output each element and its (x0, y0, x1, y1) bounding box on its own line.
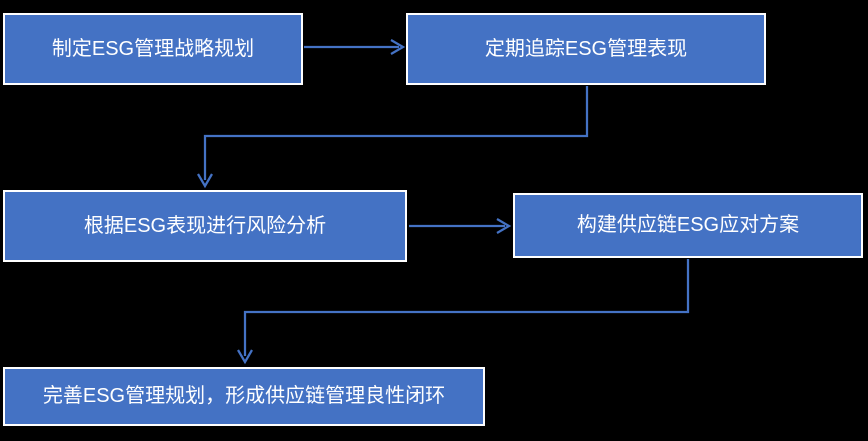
node-label: 构建供应链ESG应对方案 (576, 214, 800, 236)
arrowhead-down-icon (237, 349, 253, 365)
arrowhead-down-icon (197, 173, 213, 189)
flowchart-node-track-performance: 定期追踪ESG管理表现 (406, 13, 766, 85)
node-label: 定期追踪ESG管理表现 (484, 37, 688, 60)
arrowhead-right-icon (496, 218, 512, 234)
node-label: 制定ESG管理战略规划 (51, 37, 255, 60)
flowchart-node-closed-loop: 完善ESG管理规划，形成供应链管理良性闭环 (3, 367, 485, 426)
connector-line (203, 86, 589, 180)
node-label: 完善ESG管理规划，形成供应链管理良性闭环 (42, 385, 446, 407)
arrowhead-right-icon (390, 39, 406, 55)
flowchart-node-response-plan: 构建供应链ESG应对方案 (513, 193, 863, 258)
connector-node1-node2 (304, 39, 406, 55)
connector-node2-node3 (197, 86, 589, 189)
node-label: 根据ESG表现进行风险分析 (83, 214, 327, 237)
connector-line (243, 259, 690, 356)
connector-node4-node5 (237, 259, 690, 365)
flowchart-node-risk-analysis: 根据ESG表现进行风险分析 (3, 190, 407, 262)
connector-node3-node4 (409, 218, 512, 234)
flowchart-node-strategy-planning: 制定ESG管理战略规划 (3, 13, 303, 85)
